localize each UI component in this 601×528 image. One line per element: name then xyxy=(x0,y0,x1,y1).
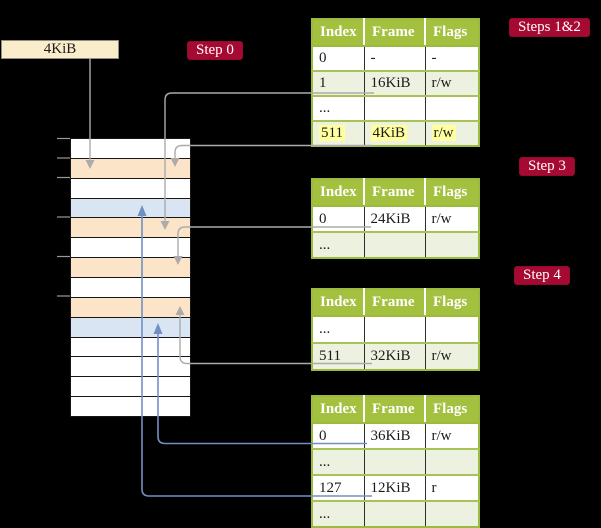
page-frame-row xyxy=(71,178,190,199)
cell-flags: r/w xyxy=(425,120,479,146)
cell-frame xyxy=(364,448,426,475)
table-row: 1 16KiB r/w xyxy=(312,70,479,96)
page-frame-row xyxy=(71,357,190,378)
page-table-level3: Index Frame Flags ... 511 32KiB r/w xyxy=(311,288,480,371)
col-header-index: Index xyxy=(312,19,365,47)
col-header-index: Index xyxy=(312,396,365,424)
cell-index: 0 xyxy=(312,422,365,449)
physical-memory-column xyxy=(70,138,191,417)
cell-frame xyxy=(364,95,426,121)
table-row: ... xyxy=(312,500,479,527)
cell-frame: - xyxy=(364,45,426,71)
col-header-frame: Frame xyxy=(364,289,426,317)
page-table-level1: Index Frame Flags 0 - - 1 16KiB r/w ... … xyxy=(311,18,480,147)
table-header-row: Index Frame Flags xyxy=(312,179,479,207)
col-header-frame: Frame xyxy=(364,179,426,207)
step3-label: Step 3 xyxy=(519,157,575,176)
table-row: 0 - - xyxy=(312,45,479,71)
page-table-level2: Index Frame Flags 0 24KiB r/w ... xyxy=(311,178,480,259)
cell-index: ... xyxy=(312,95,365,121)
step0-label: Step 0 xyxy=(187,41,243,60)
table-row: 0 36KiB r/w xyxy=(312,422,479,449)
cell-flags: r/w xyxy=(425,70,479,96)
col-header-frame: Frame xyxy=(364,19,426,47)
page-frame-row xyxy=(71,238,190,259)
table-row-highlighted: 511 4KiB r/w xyxy=(312,120,479,146)
cell-frame: 4KiB xyxy=(364,120,426,146)
cell-flags: - xyxy=(425,45,479,71)
col-header-flags: Flags xyxy=(425,19,479,47)
cell-index: 1 xyxy=(312,70,365,96)
cell-frame: 12KiB xyxy=(364,474,426,501)
col-header-flags: Flags xyxy=(425,289,479,317)
col-header-frame: Frame xyxy=(364,396,426,424)
cell-index: 0 xyxy=(312,205,365,232)
col-header-flags: Flags xyxy=(425,179,479,207)
steps12-label: Steps 1&2 xyxy=(509,18,590,37)
table-row: 511 32KiB r/w xyxy=(312,342,479,370)
col-header-index: Index xyxy=(312,289,365,317)
cell-index: ... xyxy=(312,315,365,343)
cell-index: 0 xyxy=(312,45,365,71)
connector-l1-index511-to-frame xyxy=(174,144,373,158)
page-frame-row xyxy=(71,297,190,318)
col-header-index: Index xyxy=(312,179,365,207)
page-frame-row xyxy=(71,218,190,239)
table-header-row: Index Frame Flags xyxy=(312,19,479,47)
table-header-row: Index Frame Flags xyxy=(312,289,479,317)
cell-index: ... xyxy=(312,231,365,258)
table-row: 127 12KiB r xyxy=(312,474,479,501)
cell-flags xyxy=(425,231,479,258)
page-frame-row xyxy=(71,377,190,398)
page-frame-row xyxy=(71,397,190,417)
address-ticks xyxy=(57,137,70,297)
cell-index: 511 xyxy=(312,342,365,370)
page-frame-row xyxy=(71,317,190,338)
cell-index: ... xyxy=(312,448,365,475)
cell-flags: r/w xyxy=(425,205,479,232)
cell-index: 511 xyxy=(312,120,365,146)
page-frame-row xyxy=(71,198,190,219)
cell-frame: 16KiB xyxy=(364,70,426,96)
cell-flags xyxy=(425,95,479,121)
cell-flags: r/w xyxy=(425,342,479,370)
cell-frame: 24KiB xyxy=(364,205,426,232)
cell-flags: r xyxy=(425,474,479,501)
cell-frame xyxy=(364,231,426,258)
cell-frame: 32KiB xyxy=(364,342,426,370)
cell-flags xyxy=(425,500,479,527)
table-row: ... xyxy=(312,231,479,258)
table-row: 0 24KiB r/w xyxy=(312,205,479,232)
page-frame-row xyxy=(71,278,190,298)
page-frame-row xyxy=(71,258,190,279)
cell-index: ... xyxy=(312,500,365,527)
col-header-flags: Flags xyxy=(425,396,479,424)
cell-flags xyxy=(425,448,479,475)
page-table-level4: Index Frame Flags 0 36KiB r/w ... 127 12… xyxy=(311,395,480,528)
cell-frame xyxy=(364,315,426,343)
page-frame-row xyxy=(71,139,190,159)
cell-frame: 36KiB xyxy=(364,422,426,449)
cell-index: 127 xyxy=(312,474,365,501)
highlighted-value: 4KiB xyxy=(370,125,408,141)
table-row: ... xyxy=(312,95,479,121)
cell-flags: r/w xyxy=(425,422,479,449)
table-row: ... xyxy=(312,315,479,343)
table-header-row: Index Frame Flags xyxy=(312,396,479,424)
highlighted-value: 511 xyxy=(319,125,345,141)
cell-flags xyxy=(425,315,479,343)
highlighted-value: r/w xyxy=(431,125,456,141)
page-frame-row xyxy=(71,337,190,358)
table-row: ... xyxy=(312,448,479,475)
step4-label: Step 4 xyxy=(514,266,570,285)
cell-frame xyxy=(364,500,426,527)
page-size-box: 4KiB xyxy=(1,40,119,59)
page-frame-row xyxy=(71,158,190,179)
